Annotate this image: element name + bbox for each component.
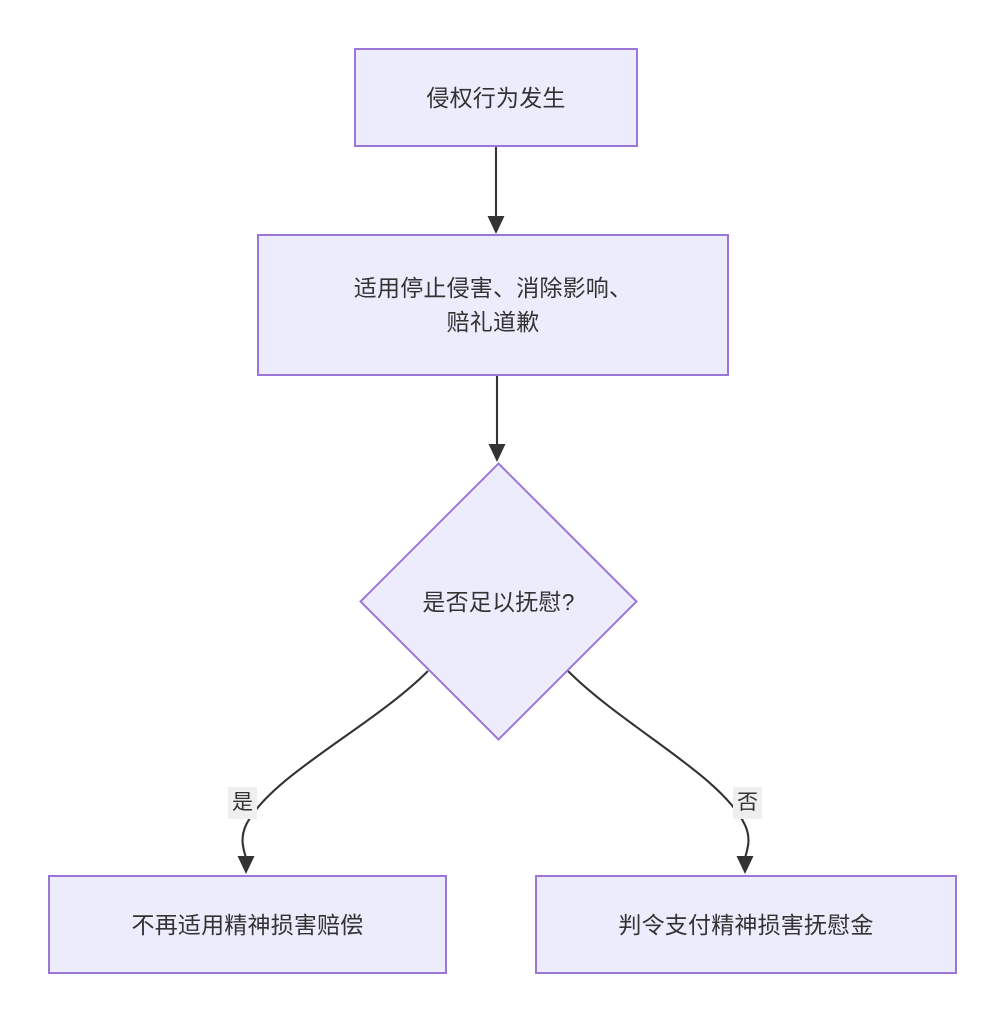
node-decision[interactable]: 是否足以抚慰?: [359, 462, 638, 741]
node-decision-label: 是否足以抚慰?: [422, 588, 575, 615]
node-no-compensation[interactable]: 不再适用精神损害赔偿: [48, 875, 447, 974]
node-decision-text-wrap: 是否足以抚慰?: [359, 462, 638, 741]
node-no-compensation-label: 不再适用精神损害赔偿: [131, 911, 364, 938]
node-award-label: 判令支付精神损害抚慰金: [618, 911, 874, 938]
node-start[interactable]: 侵权行为发生: [354, 48, 638, 147]
edge-label-yes: 是: [228, 787, 257, 819]
edge-start-to-remedy: [487, 147, 505, 234]
node-award[interactable]: 判令支付精神损害抚慰金: [535, 875, 957, 974]
node-remedy-label: 适用停止侵害、消除影响、 赔礼道歉: [353, 275, 633, 335]
node-start-label: 侵权行为发生: [426, 84, 566, 111]
node-remedy[interactable]: 适用停止侵害、消除影响、 赔礼道歉: [257, 234, 729, 376]
edge-label-no: 否: [733, 787, 762, 819]
edge-remedy-to-decision: [488, 376, 506, 462]
diamond-shape-icon: [359, 462, 638, 741]
